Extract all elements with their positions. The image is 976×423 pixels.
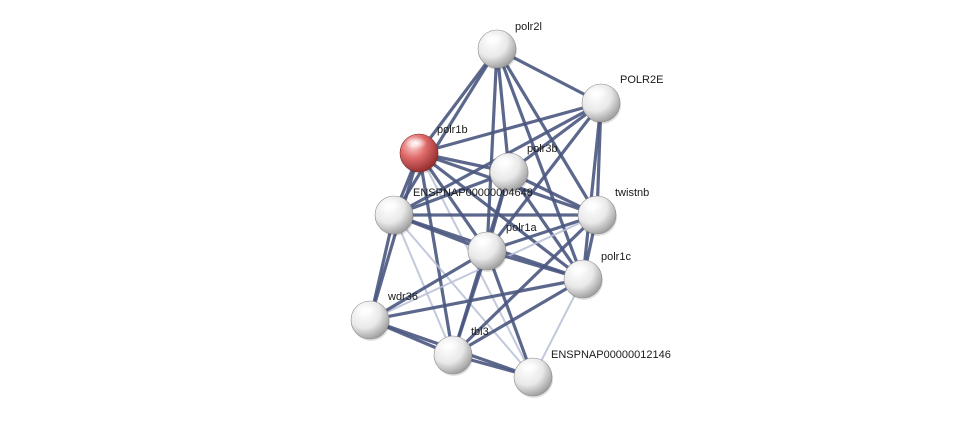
node-label-POLR2E: POLR2E [620,74,663,86]
node-label-polr1b: polr1b [437,124,468,136]
edge-polr3b-ENSPNAP00000004648 [392,170,511,217]
node-label-polr3b: polr3b [527,143,558,155]
node-label-polr1a: polr1a [506,222,537,234]
edge-POLR2E-polr1b [417,101,603,155]
edge-ENSPNAP00000004648-ENSPNAP00000012146 [393,214,534,378]
node-polr2l[interactable] [477,29,517,70]
node-POLR2E[interactable] [581,83,621,124]
node-label-ENSPNAP00000004648: ENSPNAP00000004648 [413,187,533,199]
node-label-wdr36: wdr36 [387,291,418,303]
edge-polr1b-wdr36 [368,151,421,322]
edge-polr3b-polr1c [507,170,585,281]
edge-POLR2E-polr1c [581,101,603,281]
node-label-polr1c: polr1c [601,251,631,263]
node-label-polr2l: polr2l [515,21,542,33]
nodes-layer [350,29,621,398]
node-ENSPNAP00000012146[interactable] [513,357,553,398]
node-polr1b[interactable] [399,133,439,174]
node-polr3b[interactable] [489,152,529,193]
node-label-ENSPNAP00000012146: ENSPNAP00000012146 [551,349,671,361]
edge-polr1c-tbl3 [451,277,585,357]
edge-polr2l-polr3b [495,47,511,174]
edge-polr1a-ENSPNAP00000012146 [485,249,535,379]
edge-polr2l-polr1a [485,47,499,253]
node-tbl3[interactable] [433,335,473,376]
edge-twistnb-tbl3 [451,213,599,357]
edge-POLR2E-polr1a [485,101,603,253]
edge-polr1a-wdr36 [368,249,489,322]
node-label-twistnb: twistnb [615,187,649,199]
node-label-tbl3: tbl3 [471,326,489,338]
node-ENSPNAP00000004648[interactable] [374,195,414,236]
node-polr1a[interactable] [467,231,507,272]
edge-polr2l-polr1b [417,47,499,155]
edge-polr1b-tbl3 [417,151,455,357]
node-wdr36[interactable] [350,300,390,341]
edge-polr1c-wdr36 [368,277,585,322]
edge-polr1b-polr1a [417,151,489,253]
edge-polr2l-ENSPNAP00000004648 [392,47,499,217]
node-twistnb[interactable] [577,195,617,236]
node-polr1c[interactable] [563,259,603,300]
edge-polr2l-POLR2E [495,47,603,105]
edge-ENSPNAP00000004648-tbl3 [393,214,454,356]
